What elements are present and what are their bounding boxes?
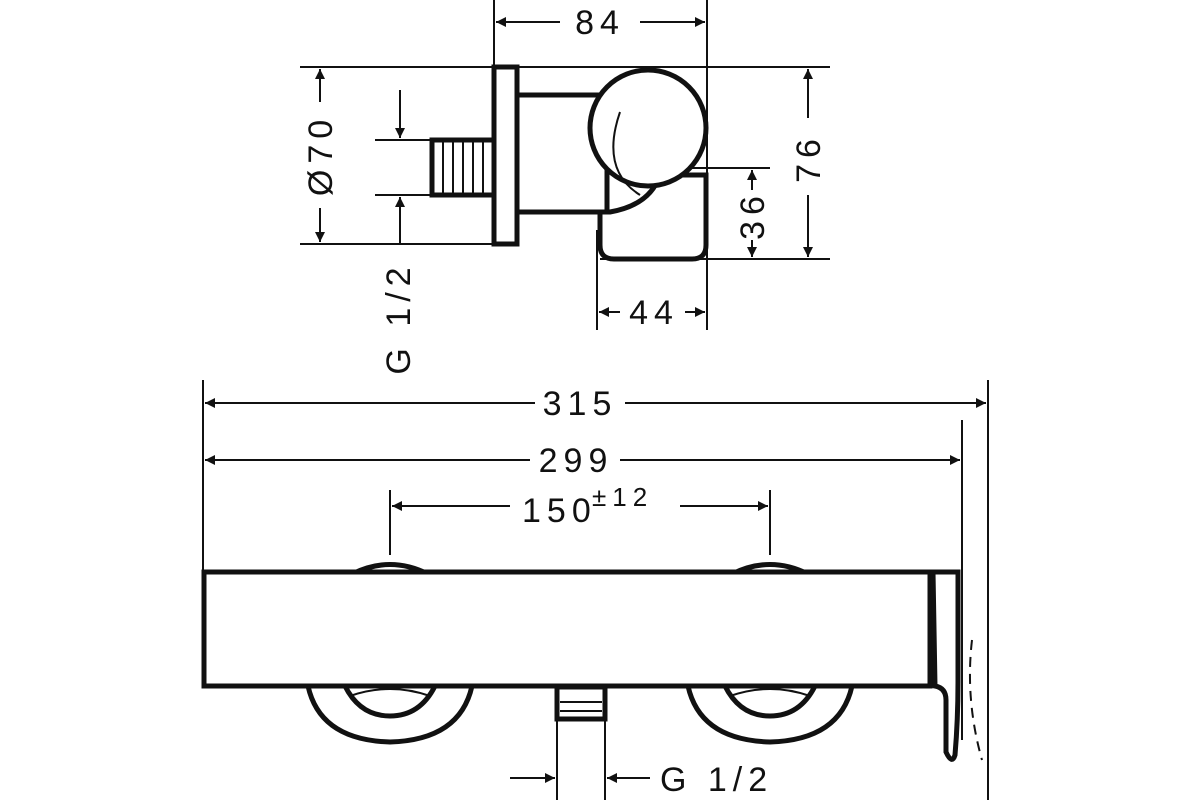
side-view: 84 Ø70 G 1/2 76 36 44 [300,0,830,375]
mixer-body [201,569,933,689]
dim-84: 84 [575,4,625,42]
dim-36: 36 [734,190,772,240]
dim-76: 76 [790,133,828,183]
front-thread-label: G 1/2 [660,761,773,799]
dim-150: 150 [522,492,597,530]
dim-150-tolerance: ±12 [592,482,653,512]
dim-299: 299 [539,442,614,480]
dim-diameter-70: Ø70 [302,114,340,196]
dim-315: 315 [543,385,618,423]
wall-plate [491,64,520,247]
lever-handle [930,569,961,762]
front-view: 315 299 150 ±12 G 1/2 [201,380,989,800]
knob-circle [587,67,709,189]
side-thread-label: G 1/2 [380,261,418,374]
bracket-base [597,172,709,262]
dim-44: 44 [629,294,679,332]
